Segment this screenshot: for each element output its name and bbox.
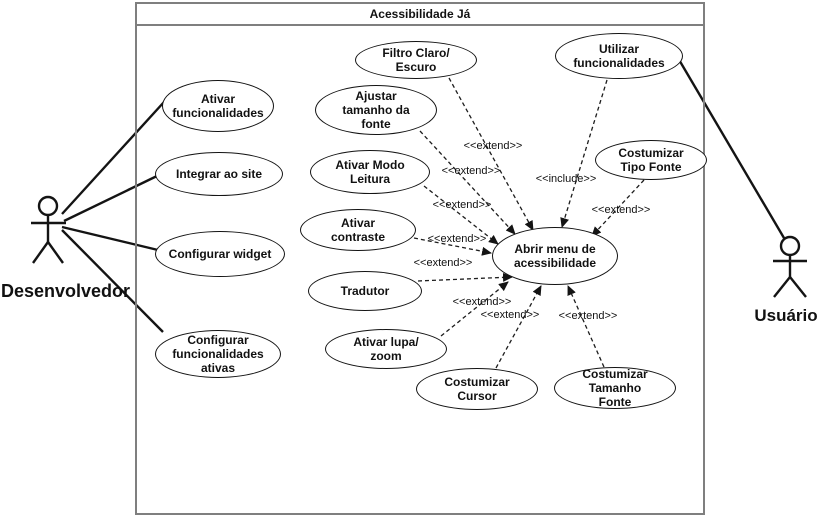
association-dev-configurar-funcionalidades [61,229,164,333]
use-case-label: Filtro Claro/ Escuro [382,46,450,74]
actor-label-usuario: Usuário [754,306,818,325]
use-case-label: Utilizar funcionalidades [573,42,665,70]
use-case-label: Tradutor [340,284,390,298]
actor-leg-left [32,241,49,264]
actor-leg-left [773,276,791,298]
use-case-abrir-menu-de-acessibilidade[interactable]: Abrir menu de acessibilidade [492,227,618,285]
edge-extend-contraste [413,237,492,256]
edge-extend-cursor [495,285,542,369]
edge-extend-lupa [440,281,509,337]
actor-desenvolvedor-figure[interactable] [31,195,66,264]
use-case-label: Ajustar tamanho da fonte [342,89,410,131]
actor-head [37,195,59,217]
use-case-label: Integrar ao site [175,167,263,181]
stereotype-label: <<extend>> [414,257,473,269]
use-case-label: Ativar lupa/ zoom [353,335,419,363]
association-dev-integrar-ao-site [63,174,158,223]
use-case-label: Costumizar Cursor [444,375,510,403]
use-case-label: Costumizar Tamanho Fonte [582,367,648,409]
use-case-utilizar-funcionalidades[interactable]: Utilizar funcionalidades [555,33,683,79]
use-case-label: Abrir menu de acessibilidade [513,242,597,270]
association-dev-configurar-widget [61,225,159,252]
use-case-label: Ativar funcionalidades [172,92,264,120]
actor-usuario-figure[interactable] [773,235,807,298]
use-case-ativar-lupa-zoom[interactable]: Ativar lupa/ zoom [325,329,447,369]
actor-head [779,235,801,257]
stereotype-label: <<extend>> [433,199,492,211]
actor-label-desenvolvedor: Desenvolvedor [1,281,131,301]
edge-extend-tradutor [417,272,513,282]
use-case-configurar-widget[interactable]: Configurar widget [155,231,285,277]
use-case-costumizar-tamanho-fonte[interactable]: Costumizar Tamanho Fonte [554,367,676,409]
use-case-ativar-funcionalidades[interactable]: Ativar funcionalidades [162,80,274,132]
use-case-ativar-contraste[interactable]: Ativar contraste [300,209,416,251]
use-case-tradutor[interactable]: Tradutor [308,271,422,311]
use-case-filtro-claro-escuro[interactable]: Filtro Claro/ Escuro [355,41,477,79]
association-dev-ativar-funcionalidades [61,101,165,215]
use-case-costumizar-cursor[interactable]: Costumizar Cursor [416,368,538,410]
use-case-label: Ativar Modo Leitura [335,158,405,186]
system-boundary-title: Acessibilidade Já [137,4,703,26]
association-usuario-utilizar [676,57,786,239]
stereotype-label: <<extend>> [428,233,487,245]
edge-extend-filtro [448,77,534,231]
stereotype-label: <<extend>> [453,296,512,308]
stereotype-label: <<extend>> [592,204,651,216]
use-case-configurar-funcionalidades-ativas[interactable]: Configurar funcionalidades ativas [155,330,281,378]
use-case-label: Configurar funcionalidades ativas [172,333,264,375]
use-case-costumizar-tipo-fonte[interactable]: Costumizar Tipo Fonte [595,140,707,180]
edge-extend-tamanho-fonte [567,285,605,368]
use-case-label: Configurar widget [168,247,272,261]
stereotype-label: <<extend>> [559,310,618,322]
edge-include-utilizar [560,79,608,228]
stereotype-label: <<extend>> [481,309,540,321]
stereotype-label: <<extend>> [464,140,523,152]
edge-extend-modo-leitura [423,185,499,245]
use-case-integrar-ao-site[interactable]: Integrar ao site [155,152,283,196]
edge-extend-ajustar [419,130,516,235]
stereotype-label: <<extend>> [442,165,501,177]
use-case-ativar-modo-leitura[interactable]: Ativar Modo Leitura [310,150,430,194]
use-case-label: Costumizar Tipo Fonte [618,146,684,174]
use-case-ajustar-tamanho-da-fonte[interactable]: Ajustar tamanho da fonte [315,85,437,135]
stereotype-label: <<include>> [536,173,597,185]
actor-leg-right [47,241,64,264]
use-case-label: Ativar contraste [330,216,386,244]
edge-extend-tipo-fonte [591,179,645,237]
system-boundary: Acessibilidade Já [135,2,705,515]
actor-leg-right [789,276,807,298]
